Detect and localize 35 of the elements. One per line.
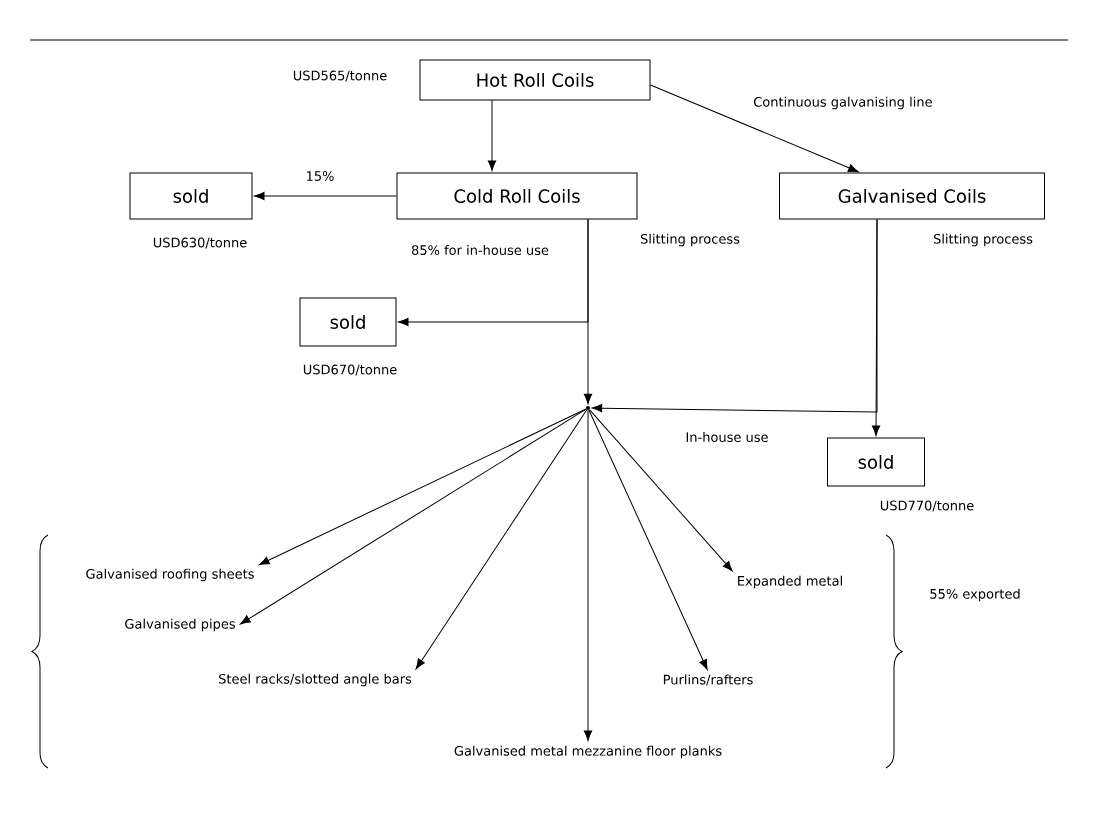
arrow [415,409,588,670]
edge-label: 15% [304,170,336,182]
arrow [591,219,878,413]
arrow [650,84,859,173]
arrow [398,219,589,327]
edge-label: Continuous galvanising line [752,95,934,111]
edge-label: In-house use [684,430,770,444]
product-label: Expanded metal [738,575,842,589]
junction-point [586,406,590,410]
arrow [588,409,733,572]
process-box: sold [299,297,397,347]
note: 55% exported [930,588,1020,602]
product-label: Galvanised roofing sheets [86,568,254,582]
process-box: Hot Roll Coils [419,59,651,101]
note: 85% for in-house use [411,244,549,256]
product-label: Galvanised metal mezzanine floor planks [454,745,722,759]
process-box: Cold Roll Coils [396,172,638,220]
product-label: Galvanised pipes [125,618,235,632]
price-label: USD770/tonne [880,500,974,512]
arrow [583,409,593,741]
edge-label: Slitting process [932,232,1034,248]
arrow [240,408,587,625]
process-box: sold [129,172,253,220]
edge-label: Slitting process [639,232,741,248]
price-label: USD670/tonne [303,364,397,376]
product-label: Steel racks/slotted angle bars [219,673,412,687]
product-label: Purlins/rafters [663,674,753,686]
arrow [588,409,708,670]
process-box: sold [827,437,925,487]
arrow [487,100,497,171]
arrow [254,191,397,201]
process-box: Galvanised Coils [779,172,1045,220]
price-label: USD630/tonne [153,237,247,249]
price-label: USD565/tonne [293,70,387,82]
arrow [259,408,587,566]
